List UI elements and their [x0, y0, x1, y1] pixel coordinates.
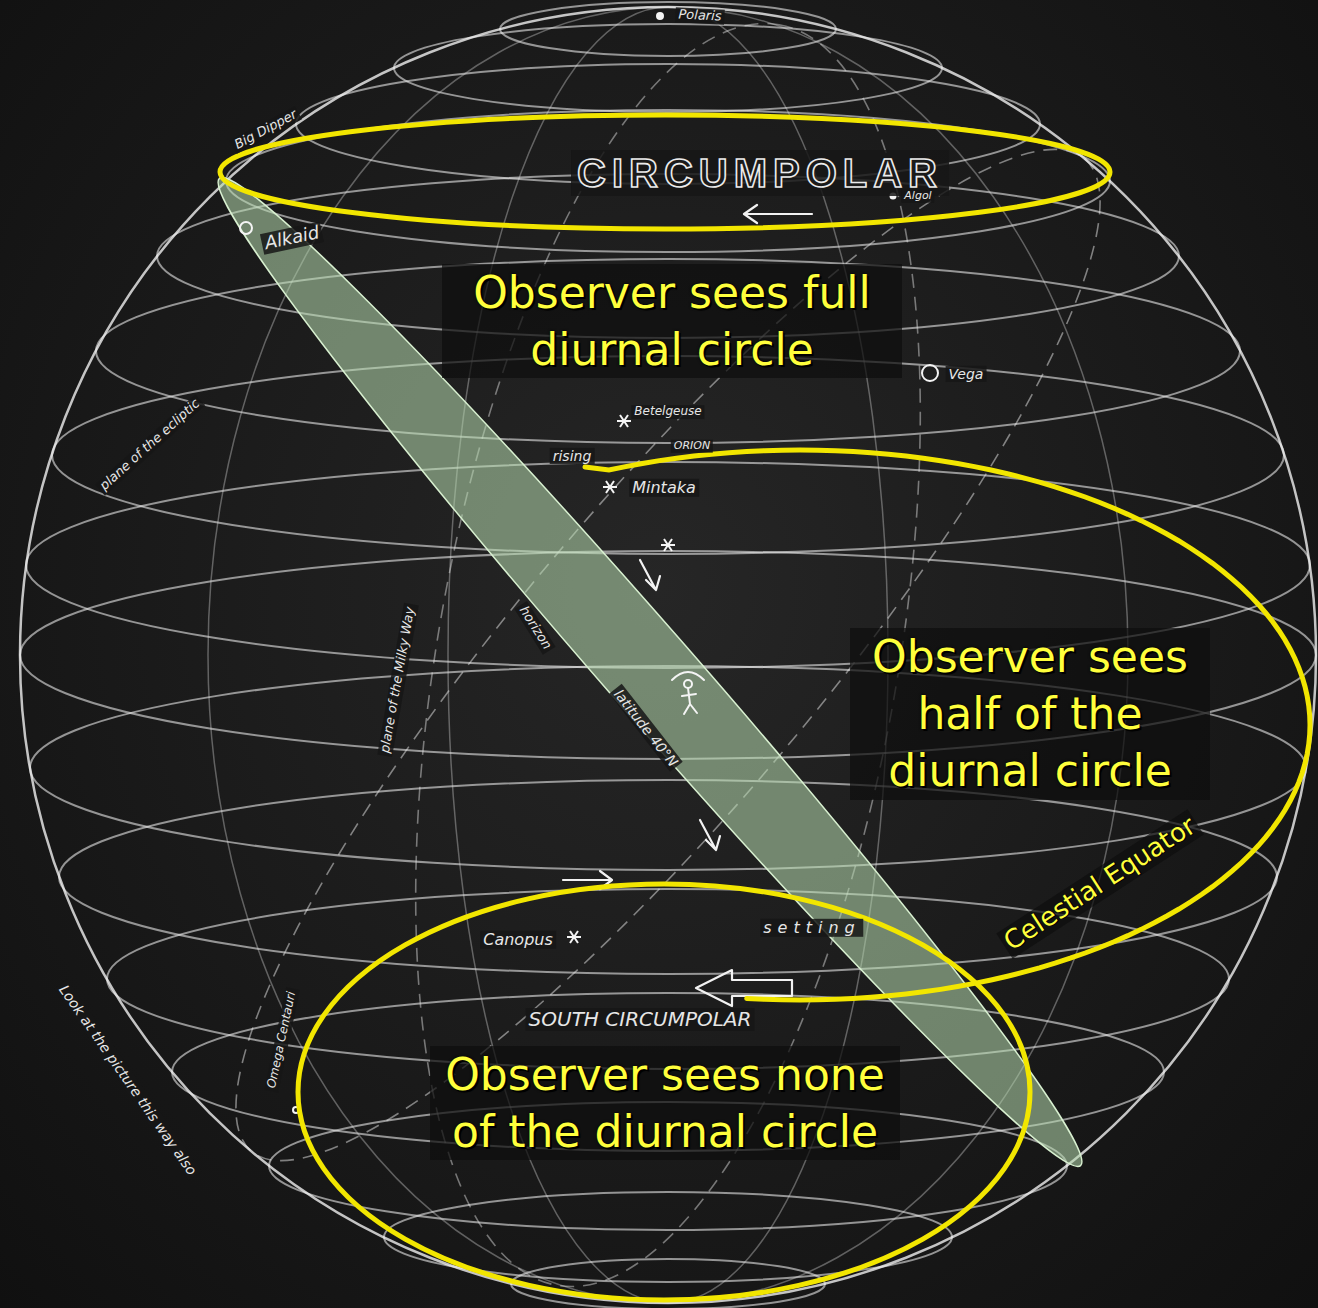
star-label: Canopus	[480, 931, 556, 949]
star-label: Omega Centauri	[264, 987, 299, 1092]
yellow-ellipse	[298, 884, 1030, 1300]
annotation: Observer sees none of the diurnal circle	[430, 1046, 900, 1160]
region-ellipse: SOUTH CIRCUMPOLAR Observer sees none of t…	[290, 876, 1040, 1308]
motion-arrow	[640, 560, 660, 590]
star	[240, 222, 252, 234]
region-ellipse: CIRCUMPOLARObserver sees full diurnal ci…	[210, 110, 1120, 235]
circle-label: Celestial Equator	[996, 809, 1203, 958]
star-label: Polaris	[675, 7, 725, 24]
annotation: Observer sees half of the diurnal circle	[850, 628, 1210, 800]
observer-figure	[672, 672, 704, 714]
annotation: Observer sees full diurnal circle	[442, 264, 902, 378]
star-label: plane of the ecliptic	[95, 394, 205, 495]
star	[657, 13, 663, 19]
yellow-equator-arc	[585, 450, 1310, 1000]
star-label: setting	[760, 919, 863, 937]
star-label: ORION	[671, 440, 713, 453]
star-label: rising	[550, 448, 595, 464]
observer-hat	[672, 672, 704, 680]
diurnal-circle	[59, 780, 1277, 974]
star	[617, 415, 631, 427]
diurnal-circle	[52, 356, 1284, 554]
diurnal-circle	[96, 259, 1240, 443]
star	[603, 481, 617, 493]
star-label: Algol	[901, 190, 934, 203]
region-heading: CIRCUMPOLAR	[571, 150, 949, 196]
star-label: plane of the Milky Way	[377, 603, 418, 757]
star	[661, 539, 675, 551]
observer-head	[684, 680, 692, 688]
region-heading: SOUTH CIRCUMPOLAR	[526, 1008, 755, 1031]
sphere-outline	[20, 7, 1316, 1303]
star	[567, 931, 581, 943]
star-label: Mintaka	[629, 479, 699, 497]
observer-body	[682, 688, 697, 714]
region-ellipse: Observer sees half of the diurnal circle…	[570, 450, 1318, 1010]
motion-arrow	[744, 205, 812, 223]
diurnal-circles	[20, 2, 1316, 1308]
yellow-ellipse	[220, 115, 1110, 229]
star-label: Betelgeuse	[631, 405, 704, 419]
star	[922, 365, 938, 381]
motion-arrow	[700, 820, 720, 850]
star-label: Vega	[946, 366, 987, 382]
